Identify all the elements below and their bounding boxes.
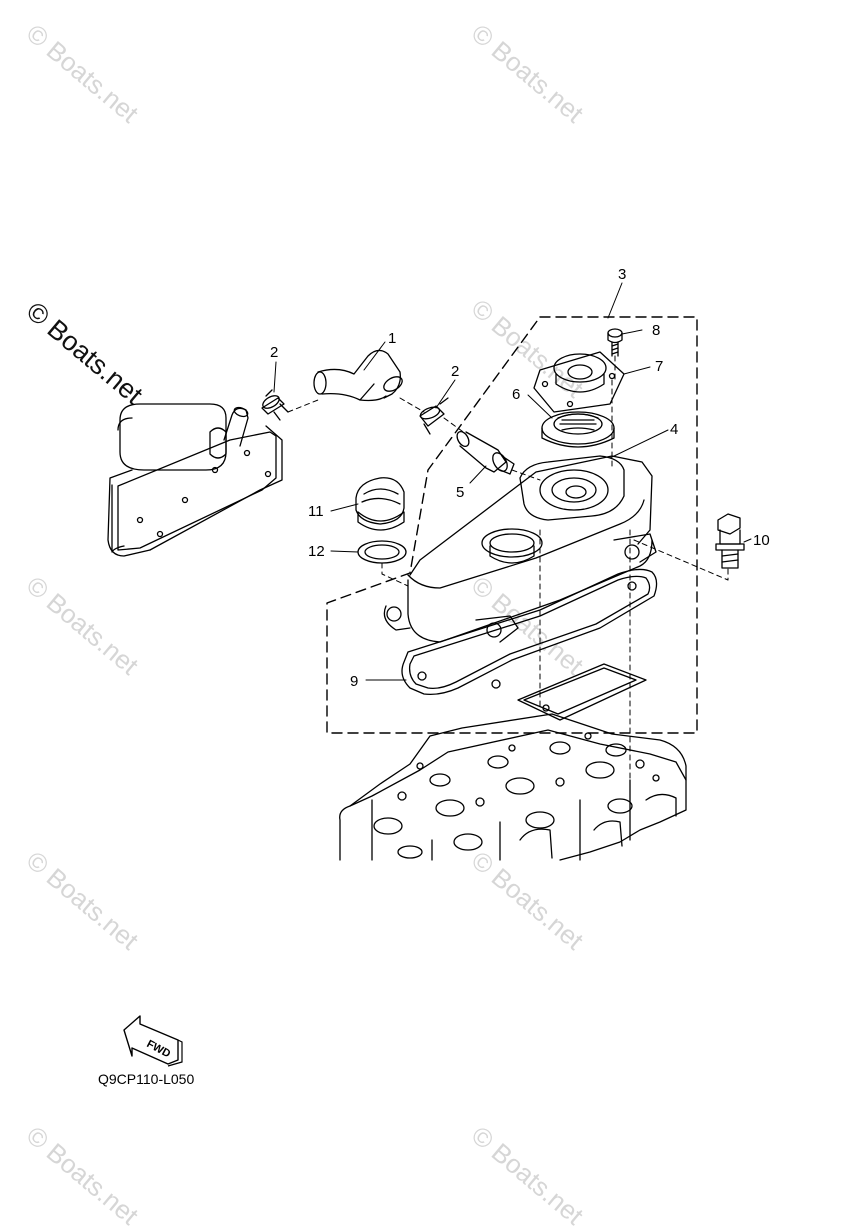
callout-3: 3	[618, 266, 626, 283]
o-ring	[357, 540, 407, 564]
callout-8: 8	[652, 322, 660, 339]
callout-7: 7	[655, 358, 663, 375]
callout-10: 10	[753, 532, 770, 549]
parts-diagram: 1 2 2 3 4 5 6 7 8 9 10 11 12 FWD	[107, 266, 770, 1067]
screw	[607, 328, 623, 357]
cover-gasket	[401, 568, 658, 696]
gasket-plate	[517, 663, 647, 721]
bolt	[715, 513, 745, 569]
hose-clamp-right	[419, 397, 449, 435]
alignment-lines	[287, 355, 729, 821]
breather-element	[541, 411, 615, 448]
leader-lines	[273, 282, 752, 681]
callout-2-right: 2	[451, 363, 459, 380]
thermostat-housing	[107, 403, 283, 557]
connector-pipe	[456, 430, 515, 475]
oil-filler-cap	[355, 477, 405, 531]
breather-cover	[533, 351, 625, 413]
hose-clamp-left	[261, 389, 289, 421]
callout-2-left: 2	[270, 344, 278, 361]
callout-11: 11	[308, 503, 324, 520]
callout-1: 1	[388, 330, 396, 347]
callout-4: 4	[670, 421, 678, 438]
assembly-boundary	[326, 316, 698, 734]
callout-9: 9	[350, 673, 358, 690]
callout-5: 5	[456, 484, 464, 501]
cylinder-head	[339, 713, 687, 861]
diagram-code: Q9CP110-L050	[98, 1071, 195, 1087]
callout-12: 12	[308, 543, 325, 560]
breather-hose	[313, 349, 403, 402]
callout-6: 6	[512, 386, 520, 403]
fwd-arrow-icon: FWD	[123, 1015, 183, 1067]
cylinder-head-cover	[383, 455, 657, 643]
